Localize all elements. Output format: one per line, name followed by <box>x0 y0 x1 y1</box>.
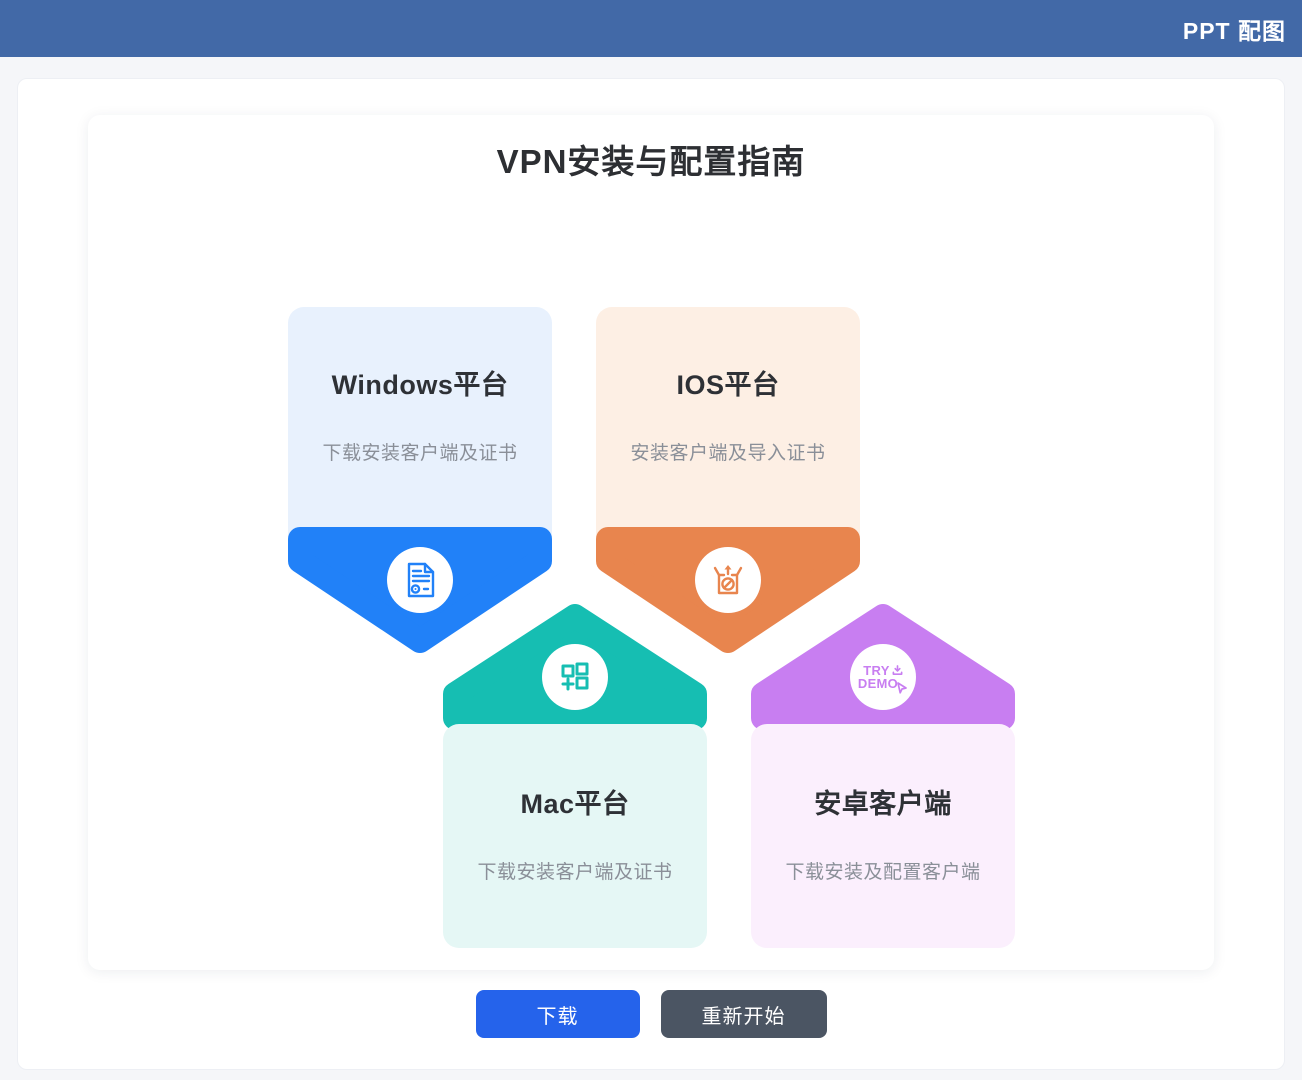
content-card: VPN安装与配置指南 Windows平台 下载安装客户端及证书 <box>17 78 1285 1070</box>
platform-desc: 下载安装及配置客户端 <box>785 862 981 883</box>
download-glyph-icon <box>892 664 903 675</box>
widgets-add-icon <box>542 644 608 710</box>
cursor-glyph-icon <box>897 681 907 694</box>
platform-card-ios: IOS平台 安装客户端及导入证书 <box>596 307 860 557</box>
try-demo-line2: DEMO <box>857 676 899 691</box>
platform-title: Windows平台 <box>331 370 509 400</box>
platform-desc: 下载安装客户端及证书 <box>477 862 673 883</box>
diagram-title: VPN安装与配置指南 <box>496 143 806 180</box>
platform-title: 安卓客户端 <box>814 789 952 819</box>
app-title: PPT 配图 <box>1182 17 1286 44</box>
action-bar: 下载 重新开始 <box>18 990 1284 1038</box>
try-demo-line1: TRY <box>863 662 890 678</box>
download-button[interactable]: 下载 <box>475 990 640 1038</box>
platform-card-mac: Mac平台 下载安装客户端及证书 <box>443 724 707 948</box>
platform-title: Mac平台 <box>520 789 630 819</box>
platform-card-android: 安卓客户端 下载安装及配置客户端 <box>751 724 1015 948</box>
certificate-document-icon <box>387 547 453 613</box>
restart-button[interactable]: 重新开始 <box>660 990 827 1038</box>
try-demo-icon: TRY DEMO <box>850 644 916 710</box>
platform-title: IOS平台 <box>676 370 780 400</box>
unbox-disc-icon <box>695 547 761 613</box>
app-header: PPT 配图 <box>0 0 1302 57</box>
platform-desc: 安装客户端及导入证书 <box>630 443 826 464</box>
platform-desc: 下载安装客户端及证书 <box>322 443 518 464</box>
page: VPN安装与配置指南 Windows平台 下载安装客户端及证书 <box>0 78 1302 1070</box>
diagram-canvas: VPN安装与配置指南 Windows平台 下载安装客户端及证书 <box>88 115 1214 970</box>
platform-card-windows: Windows平台 下载安装客户端及证书 <box>288 307 552 557</box>
